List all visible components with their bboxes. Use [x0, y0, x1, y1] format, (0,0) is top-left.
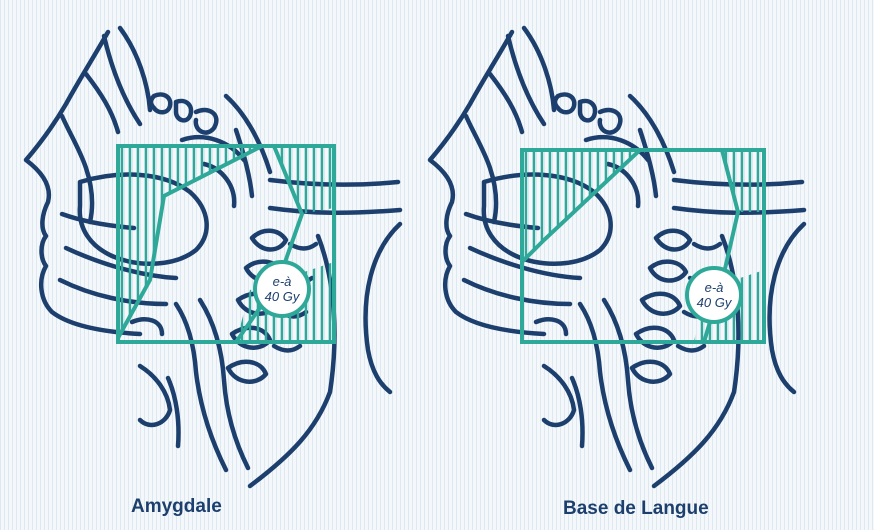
dose-badge-line1: e-à	[705, 280, 724, 295]
panel-label-amygdale: Amygdale	[131, 496, 222, 518]
dose-badge: e-à 40 Gy	[685, 266, 743, 324]
panel-label-base-de-langue: Base de Langue	[563, 498, 709, 520]
panel-amygdale	[26, 28, 400, 486]
panel-base-de-langue	[430, 28, 804, 486]
dose-badge-line1: e-à	[273, 274, 292, 289]
hatched-region-anterior	[118, 146, 262, 338]
dose-badge-line2: 40 Gy	[265, 289, 300, 304]
dose-badge: e-à 40 Gy	[253, 260, 311, 318]
head-profile-drawing	[26, 28, 400, 486]
dose-badge-line2: 40 Gy	[697, 295, 732, 310]
head-profile-drawing	[430, 28, 804, 486]
